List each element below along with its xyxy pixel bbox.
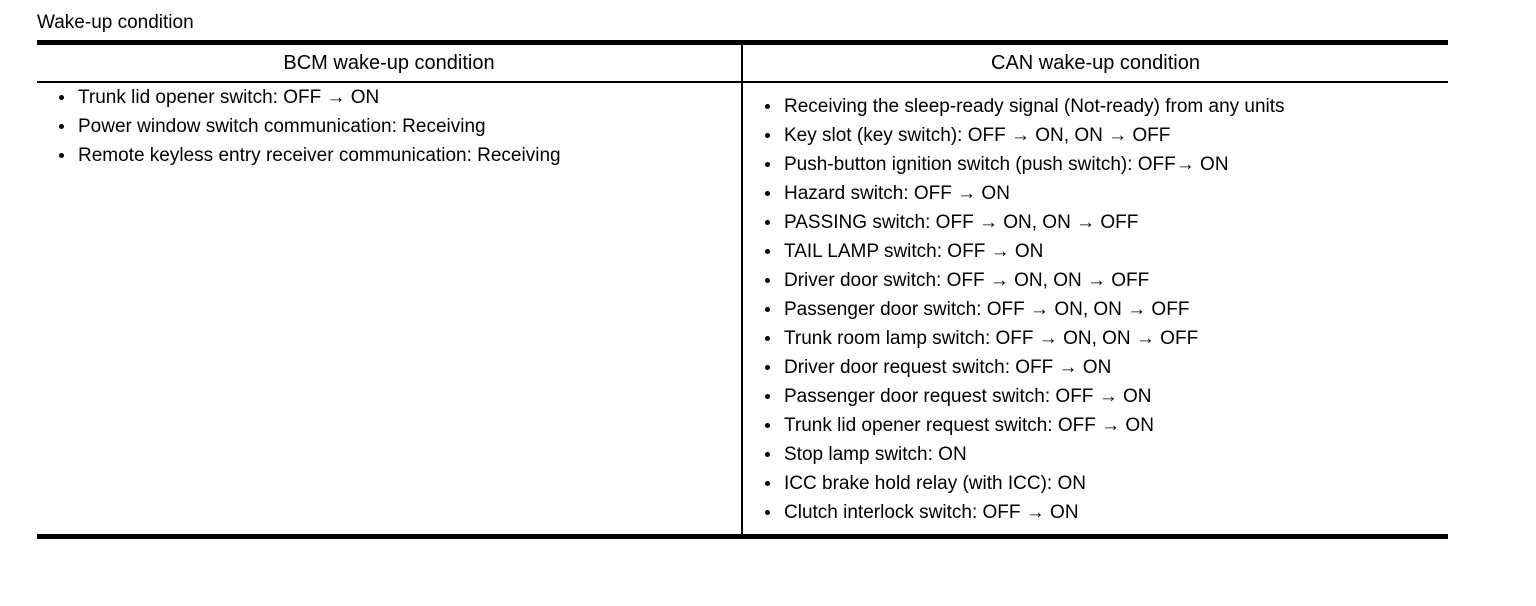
list-item: Passenger door switch: OFF → ON, ON → OF… — [743, 295, 1448, 324]
list-item: Remote keyless entry receiver communicat… — [37, 141, 741, 170]
can-wake-up-list: Receiving the sleep-ready signal (Not-re… — [743, 92, 1448, 527]
header-bcm-wake-up-condition: BCM wake-up condition — [37, 45, 743, 81]
list-item: Stop lamp switch: ON — [743, 440, 1448, 469]
list-item: Push-button ignition switch (push switch… — [743, 150, 1448, 179]
list-item: Key slot (key switch): OFF → ON, ON → OF… — [743, 121, 1448, 150]
list-item: Receiving the sleep-ready signal (Not-re… — [743, 92, 1448, 121]
list-item: Clutch interlock switch: OFF → ON — [743, 498, 1448, 527]
header-can-wake-up-condition: CAN wake-up condition — [991, 51, 1200, 74]
list-item: Hazard switch: OFF → ON — [743, 179, 1448, 208]
list-item: PASSING switch: OFF → ON, ON → OFF — [743, 208, 1448, 237]
list-item: ICC brake hold relay (with ICC): ON — [743, 469, 1448, 498]
can-wake-up-cell: Receiving the sleep-ready signal (Not-re… — [743, 83, 1448, 534]
list-item: TAIL LAMP switch: OFF → ON — [743, 237, 1448, 266]
table-header-row: BCM wake-up condition CAN wake-up condit… — [37, 45, 1448, 83]
section-title: Wake-up condition — [37, 12, 194, 33]
wake-up-condition-table: BCM wake-up condition CAN wake-up condit… — [37, 40, 1448, 539]
list-item: Trunk room lamp switch: OFF → ON, ON → O… — [743, 324, 1448, 353]
list-item: Driver door request switch: OFF → ON — [743, 353, 1448, 382]
list-item: Driver door switch: OFF → ON, ON → OFF — [743, 266, 1448, 295]
list-item: Trunk lid opener request switch: OFF → O… — [743, 411, 1448, 440]
list-item: Power window switch communication: Recei… — [37, 112, 741, 141]
list-item: Passenger door request switch: OFF → ON — [743, 382, 1448, 411]
list-item: Trunk lid opener switch: OFF → ON — [37, 83, 741, 112]
